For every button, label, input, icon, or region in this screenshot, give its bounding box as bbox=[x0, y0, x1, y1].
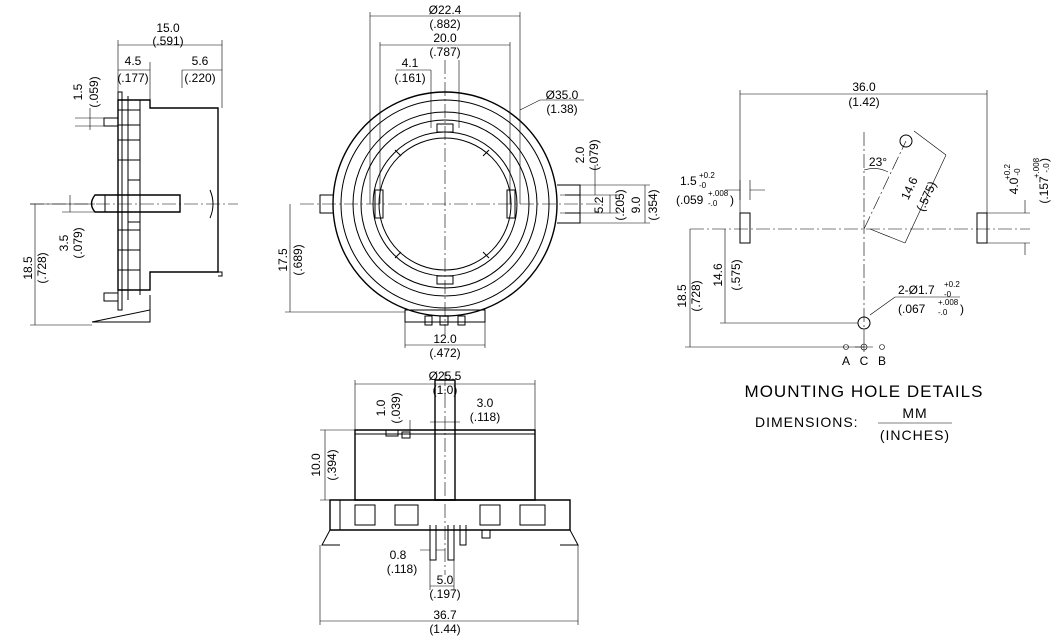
side-shaft-len: 5.6 bbox=[192, 54, 209, 68]
bottom-pitch: 5.0 bbox=[437, 573, 454, 587]
mount-hole-in: (.067 bbox=[898, 302, 926, 316]
mount-slot-w-tol: +0.2 bbox=[699, 171, 715, 180]
mounting-title: MOUNTING HOLE DETAILS bbox=[745, 382, 984, 401]
mounting-hole-details: 36.0 (1.42) 23° 14.6 (.575) 1.5 +0.2 -0 … bbox=[675, 80, 1051, 443]
unit-inches: (INCHES) bbox=[880, 427, 950, 443]
bottom-pin-t-in: (.118) bbox=[387, 562, 417, 576]
front-tab-total: 9.0 bbox=[629, 196, 643, 213]
mount-slot-h-in-tol2: -.0 bbox=[1042, 163, 1051, 173]
bottom-view: Ø25.5 (1.0) 1.0 (.039) 3.0 (.118) 10.0 (… bbox=[309, 369, 579, 636]
front-dia-inner: Ø22.4 bbox=[429, 3, 462, 17]
mount-slot-h-in-tol: +.008 bbox=[1032, 157, 1041, 178]
bottom-dia: Ø25.5 bbox=[429, 369, 462, 383]
bottom-pin-t: 0.8 bbox=[390, 548, 407, 562]
mount-hole-in-tol: +.008 bbox=[938, 298, 959, 307]
front-tab-h: 5.2 bbox=[592, 196, 606, 213]
mount-slot-w-tol2: -0 bbox=[699, 181, 707, 190]
mount-hole-tol: +0.2 bbox=[944, 280, 960, 289]
mount-hole-tol2: -0 bbox=[944, 290, 952, 299]
datum-a-label: A bbox=[842, 354, 850, 368]
mount-h14: 14.6 bbox=[711, 263, 725, 287]
front-dia-outer-in: (1.38) bbox=[546, 102, 577, 116]
front-base-w: 12.0 bbox=[433, 332, 457, 346]
mount-hole-in-tol2: -.0 bbox=[938, 308, 948, 317]
side-pin-h-in: (.059) bbox=[87, 76, 101, 107]
bottom-step: 1.0 bbox=[374, 399, 388, 416]
mount-slot-h-in: (.157 bbox=[1037, 176, 1051, 204]
mount-slot-w-in-tol: +.008 bbox=[708, 189, 729, 198]
side-shaft-off: 3.5 bbox=[57, 234, 71, 251]
front-dia-inner-in: (.882) bbox=[429, 17, 460, 31]
mount-slot-h-tol: +0.2 bbox=[1003, 164, 1012, 180]
mount-slot-w-in: (.059 bbox=[676, 193, 704, 207]
front-dia-outer: Ø35.0 bbox=[546, 88, 579, 102]
mount-slot-w-in-tol2: -.0 bbox=[708, 199, 718, 208]
mount-height: 18.5 bbox=[675, 284, 689, 308]
bottom-slot-in: (.118) bbox=[470, 410, 500, 424]
bottom-total: 36.7 bbox=[433, 608, 457, 622]
mount-slot-h-tol2: -0 bbox=[1013, 168, 1022, 176]
mount-slot-h: 4.0 bbox=[1007, 177, 1021, 194]
side-height-in: (.728) bbox=[35, 252, 49, 283]
unit-mm: MM bbox=[902, 405, 927, 421]
bottom-total-in: (1.44) bbox=[429, 622, 460, 636]
mount-slot-h-close: ) bbox=[1037, 158, 1051, 162]
side-width-total: 15.0 bbox=[156, 21, 180, 35]
front-gap: 2.0 bbox=[573, 146, 587, 163]
side-width-total-in: (.591) bbox=[152, 34, 183, 48]
datum-b-label: B bbox=[878, 354, 886, 368]
side-shaft-len-in: (.220) bbox=[184, 71, 215, 85]
mount-angle: 23° bbox=[869, 155, 887, 169]
mount-width-in: (1.42) bbox=[848, 95, 879, 109]
side-height: 18.5 bbox=[21, 256, 35, 280]
bottom-dia-in: (1.0) bbox=[433, 383, 458, 397]
front-tab-total-in: (.354) bbox=[646, 189, 660, 220]
dimensions-label: DIMENSIONS: bbox=[755, 414, 859, 430]
side-shaft-off-in: (.079) bbox=[71, 227, 85, 258]
front-tab-h-in: (.205) bbox=[613, 189, 627, 220]
front-width-20-in: (.787) bbox=[429, 45, 460, 59]
front-height-in: (.689) bbox=[291, 244, 305, 275]
side-body-depth: 4.5 bbox=[125, 54, 142, 68]
front-base-w-in: (.472) bbox=[429, 346, 460, 360]
front-width-20: 20.0 bbox=[433, 31, 457, 45]
front-key-w-in: (.161) bbox=[394, 71, 425, 85]
bottom-height: 10.0 bbox=[309, 453, 323, 477]
mount-slot-w: 1.5 bbox=[680, 174, 697, 188]
front-key-w: 4.1 bbox=[402, 56, 419, 70]
bottom-height-in: (.394) bbox=[325, 449, 339, 480]
mount-hole-close: ) bbox=[960, 302, 964, 316]
mount-hole: 2-Ø1.7 bbox=[898, 283, 935, 297]
side-pin-h: 1.5 bbox=[71, 83, 85, 100]
mount-width: 36.0 bbox=[852, 80, 876, 94]
datum-c-label: C bbox=[860, 354, 869, 368]
bottom-slot: 3.0 bbox=[477, 396, 494, 410]
bottom-pitch-in: (.197) bbox=[429, 587, 460, 601]
bottom-step-in: (.039) bbox=[389, 392, 403, 423]
side-body-depth-in: (.177) bbox=[117, 71, 148, 85]
side-view: 15.0 (.591) 4.5 (.177) 5.6 (.220) 1.5 (.… bbox=[21, 21, 238, 326]
front-gap-in: (.079) bbox=[587, 139, 601, 170]
mount-height-in: (.728) bbox=[689, 280, 703, 311]
mount-slot-w-close: ) bbox=[730, 193, 734, 207]
mount-h14-in: (.575) bbox=[729, 259, 743, 290]
front-height: 17.5 bbox=[276, 248, 290, 272]
front-view: Ø22.4 (.882) 20.0 (.787) 4.1 (.161) Ø35.… bbox=[276, 3, 660, 360]
